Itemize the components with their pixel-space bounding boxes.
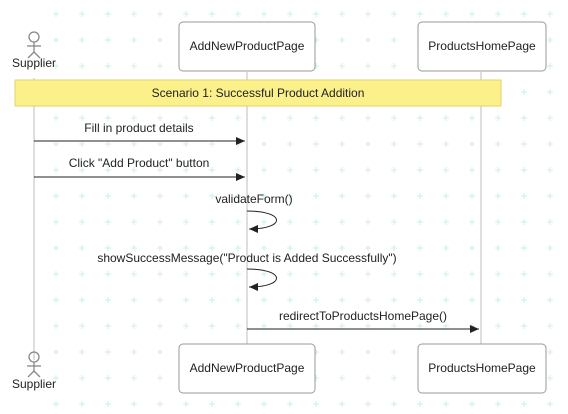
message-click-add: Click "Add Product" button bbox=[34, 156, 245, 181]
message-redirect: redirectToProductsHomePage() bbox=[247, 309, 479, 333]
message-label: Fill in product details bbox=[84, 121, 193, 135]
home-page-label-top: ProductsHomePage bbox=[428, 39, 536, 53]
message-show-success: showSuccessMessage("Product is Added Suc… bbox=[97, 251, 397, 291]
self-arrow bbox=[246, 210, 277, 233]
supplier-label-top: Supplier bbox=[12, 56, 56, 70]
message-fill-details: Fill in product details bbox=[34, 121, 245, 145]
supplier-label-bottom: Supplier bbox=[12, 377, 56, 391]
supplier-actor-top: Supplier bbox=[12, 31, 56, 70]
message-label: Click "Add Product" button bbox=[69, 156, 210, 170]
message-label: validateForm() bbox=[215, 192, 292, 206]
add-page-box-bottom: AddNewProductPage bbox=[178, 343, 316, 394]
self-arrow bbox=[246, 268, 277, 291]
home-page-label-bottom: ProductsHomePage bbox=[428, 361, 536, 375]
actor-icon bbox=[27, 351, 41, 378]
add-page-label-top: AddNewProductPage bbox=[190, 39, 305, 53]
scenario-note-text: Scenario 1: Successful Product Addition bbox=[152, 86, 365, 100]
message-label: redirectToProductsHomePage() bbox=[279, 309, 447, 323]
message-validate: validateForm() bbox=[215, 192, 293, 233]
scenario-note: Scenario 1: Successful Product Addition bbox=[14, 79, 502, 107]
add-page-box-top: AddNewProductPage bbox=[178, 21, 316, 72]
actor-icon bbox=[27, 31, 41, 59]
home-page-box-bottom: ProductsHomePage bbox=[417, 343, 547, 394]
home-page-box-top: ProductsHomePage bbox=[417, 21, 547, 72]
message-label: showSuccessMessage("Product is Added Suc… bbox=[97, 251, 396, 265]
add-page-label-bottom: AddNewProductPage bbox=[190, 361, 305, 375]
supplier-actor-bottom: Supplier bbox=[12, 351, 56, 391]
